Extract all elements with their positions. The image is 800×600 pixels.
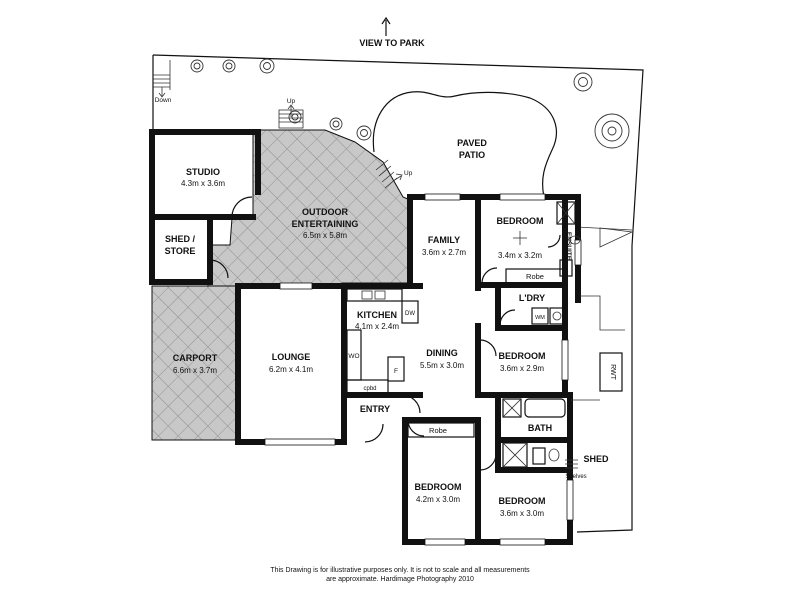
stairs-up: Up bbox=[278, 98, 304, 129]
up-label-patio: Up bbox=[404, 170, 413, 177]
disclaimer-line1: This Drawing is for illustrative purpose… bbox=[270, 567, 530, 574]
rwt-label: RWT bbox=[609, 364, 616, 381]
tree-icon bbox=[329, 117, 343, 131]
fridge-label: F bbox=[394, 368, 398, 375]
bath-fixtures: Shelves bbox=[502, 398, 587, 480]
shed-store-line1: SHED / bbox=[165, 234, 196, 244]
bedroom3-dims: 4.2m x 3.0m bbox=[416, 495, 460, 504]
family-dims: 3.6m x 2.7m bbox=[422, 248, 466, 257]
tree-icon bbox=[356, 125, 372, 141]
dw-label: DW bbox=[405, 311, 415, 317]
outdoor-line2: ENTERTAINING bbox=[292, 219, 359, 229]
down-label: Down bbox=[155, 97, 172, 104]
bedroom2-dims: 3.6m x 2.9m bbox=[500, 364, 544, 373]
trees bbox=[190, 58, 630, 149]
disclaimer-line2: are approximate. Hardimage Photography 2… bbox=[326, 576, 474, 583]
rwt-tank: RWT bbox=[599, 352, 623, 392]
kitchen-fixtures: DW WO F cpbd bbox=[346, 288, 419, 395]
room-labels: STUDIO 4.3m x 3.6m SHED / STORE OUTDOOR … bbox=[165, 167, 609, 518]
wm-label: WM bbox=[535, 315, 545, 321]
outdoor-line1: OUTDOOR bbox=[302, 207, 348, 217]
shelves-label: Shelves bbox=[565, 474, 586, 480]
shed-store-line2: STORE bbox=[165, 246, 196, 256]
windows bbox=[264, 193, 582, 546]
laundry-fixtures: WM bbox=[531, 307, 565, 325]
patio-label-line1: PAVED bbox=[457, 138, 487, 148]
studio-walls bbox=[149, 129, 261, 285]
house-walls bbox=[235, 194, 581, 545]
studio-dims: 4.3m x 3.6m bbox=[181, 179, 225, 188]
tree-icon bbox=[594, 113, 630, 149]
cpbd-label: cpbd bbox=[363, 386, 376, 392]
tree-icon bbox=[190, 59, 204, 73]
view-to-park-label: VIEW TO PARK bbox=[359, 38, 425, 48]
studio-name: STUDIO bbox=[186, 167, 220, 177]
bedroom4-name: BEDROOM bbox=[499, 496, 546, 506]
lounge-name: LOUNGE bbox=[272, 352, 311, 362]
dining-dims: 5.5m x 3.0m bbox=[420, 361, 464, 370]
carport-name: CARPORT bbox=[173, 353, 218, 363]
kitchen-name: KITCHEN bbox=[357, 310, 397, 320]
outdoor-dims: 6.5m x 5.8m bbox=[303, 231, 347, 240]
ensuite-fixtures bbox=[505, 201, 581, 285]
bath-label: BATH bbox=[528, 423, 552, 433]
stairs-down: Down bbox=[153, 60, 172, 104]
bedroom1-name: BEDROOM bbox=[497, 216, 544, 226]
door-swings bbox=[364, 234, 561, 471]
fan-icon bbox=[513, 231, 527, 245]
bedroom3-name: BEDROOM bbox=[415, 482, 462, 492]
patio-label-line2: PATIO bbox=[459, 150, 485, 160]
entry-label: ENTRY bbox=[360, 404, 390, 414]
ensuite-label: ENSUITE bbox=[565, 232, 572, 261]
north-indicator: VIEW TO PARK bbox=[359, 16, 425, 48]
robe1-label: Robe bbox=[526, 272, 544, 281]
lounge-dims: 6.2m x 4.1m bbox=[269, 365, 313, 374]
robe-2-box bbox=[407, 422, 475, 438]
bedroom2-name: BEDROOM bbox=[499, 351, 546, 361]
dining-name: DINING bbox=[426, 348, 458, 358]
stairs-patio: Up bbox=[375, 159, 413, 189]
paved-patio: PAVED PATIO bbox=[372, 91, 557, 198]
laundry-label: L'DRY bbox=[519, 293, 545, 303]
wo-label: WO bbox=[348, 353, 359, 360]
up-label: Up bbox=[287, 98, 296, 105]
tree-icon bbox=[222, 59, 236, 73]
bedroom4-dims: 3.6m x 3.0m bbox=[500, 509, 544, 518]
tree-icon bbox=[573, 72, 593, 92]
carport-paving bbox=[151, 285, 239, 441]
disclaimer: This Drawing is for illustrative purpose… bbox=[0, 566, 800, 584]
bedroom1-dims: 3.4m x 3.2m bbox=[498, 251, 542, 260]
carport-dims: 6.6m x 3.7m bbox=[173, 366, 217, 375]
tree-icon bbox=[259, 58, 275, 74]
family-name: FAMILY bbox=[428, 235, 460, 245]
kitchen-dims: 4.1m x 2.4m bbox=[355, 322, 399, 331]
shed-label: SHED bbox=[583, 454, 609, 464]
shed-outline bbox=[571, 227, 634, 401]
robe2-label: Robe bbox=[429, 426, 447, 435]
